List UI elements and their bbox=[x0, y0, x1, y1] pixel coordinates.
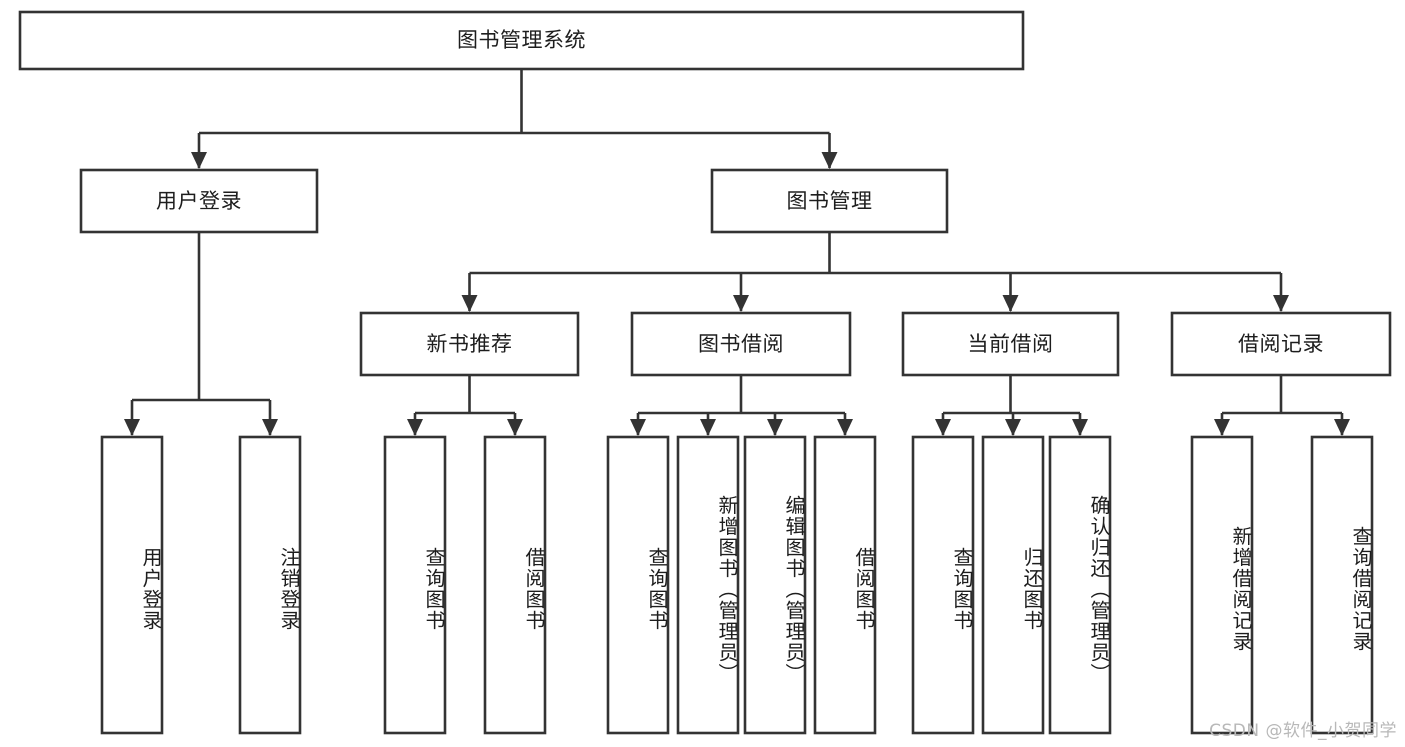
leaf-node-2-box[interactable] bbox=[383, 435, 447, 735]
arrow-to-user-leaf-0 bbox=[124, 419, 140, 436]
level3-node-1-box[interactable] bbox=[630, 311, 852, 377]
arrow-to-leaf-1-2 bbox=[767, 419, 783, 436]
leaf-node-0-box[interactable] bbox=[100, 435, 164, 735]
leaf-node-1-box[interactable] bbox=[238, 435, 302, 735]
arrow-to-leaf-2-0 bbox=[935, 419, 951, 436]
leaf-node-9-box[interactable] bbox=[981, 435, 1045, 735]
leaf-node-4-box[interactable] bbox=[606, 435, 670, 735]
leaf-node-10-box[interactable] bbox=[1048, 435, 1112, 735]
arrow-to-leaf-0-0 bbox=[407, 419, 423, 436]
leaf-node-3-box[interactable] bbox=[483, 435, 547, 735]
level2-node-1-box[interactable] bbox=[710, 168, 949, 234]
arrow-to-leaf-3-1 bbox=[1334, 419, 1350, 436]
level3-node-3-box[interactable] bbox=[1170, 311, 1392, 377]
leaf-node-5-box[interactable] bbox=[676, 435, 740, 735]
arrow-to-leaf-1-1 bbox=[700, 419, 716, 436]
box-layer bbox=[18, 10, 1392, 735]
level3-node-0-box[interactable] bbox=[359, 311, 580, 377]
arrow-to-level2-0 bbox=[191, 152, 207, 169]
watermark-text: CSDN @软件_小贺同学 bbox=[1209, 721, 1397, 741]
arrow-to-user-leaf-1 bbox=[262, 419, 278, 436]
connector-layer bbox=[124, 69, 1350, 436]
arrow-to-leaf-1-0 bbox=[630, 419, 646, 436]
leaf-node-6-box[interactable] bbox=[743, 435, 807, 735]
leaf-node-7-box[interactable] bbox=[813, 435, 877, 735]
arrow-to-level3-0 bbox=[461, 295, 478, 312]
arrow-to-level2-1 bbox=[821, 152, 838, 169]
arrow-to-level3-1 bbox=[733, 295, 749, 312]
leaf-node-12-box[interactable] bbox=[1310, 435, 1374, 735]
arrow-to-leaf-1-3 bbox=[837, 419, 853, 436]
level3-node-2-box[interactable] bbox=[901, 311, 1120, 377]
arrow-to-leaf-3-0 bbox=[1214, 419, 1230, 436]
leaf-node-8-box[interactable] bbox=[911, 435, 975, 735]
arrow-to-leaf-0-1 bbox=[507, 419, 523, 436]
leaf-node-11-box[interactable] bbox=[1190, 435, 1254, 735]
arrow-to-level3-3 bbox=[1273, 295, 1289, 312]
arrow-to-leaf-2-1 bbox=[1005, 419, 1021, 436]
arrow-to-leaf-2-2 bbox=[1072, 419, 1088, 436]
root-node-box[interactable] bbox=[18, 10, 1025, 71]
arrow-to-level3-2 bbox=[1002, 295, 1019, 312]
level2-node-0-box[interactable] bbox=[79, 168, 319, 234]
